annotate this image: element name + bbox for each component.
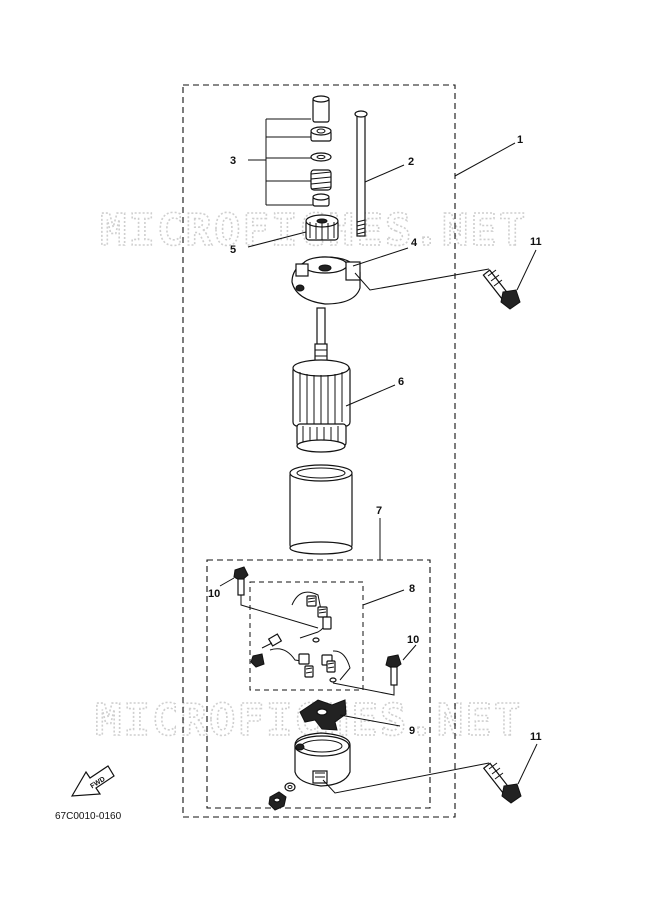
part-8-brush-holder (250, 589, 405, 683)
part-2-through-bolt (354, 110, 405, 237)
callout-10-right: 10 (407, 634, 419, 646)
callout-10-upper: 10 (208, 588, 220, 600)
part-11-lower-bolt (322, 743, 538, 804)
figure-code: 67C0010-0160 (55, 811, 122, 822)
part-11-upper-bolt (354, 249, 537, 310)
part-10-upper-screw (219, 566, 319, 629)
callout-2: 2 (408, 156, 414, 168)
brush-holder-boundary (249, 581, 364, 691)
callout-11-upper: 11 (530, 236, 542, 248)
part-6-armature (292, 307, 396, 453)
fwd-arrow-icon: FWD (70, 765, 115, 797)
part-1-leader (454, 142, 516, 177)
callout-11-lower: 11 (530, 731, 542, 743)
part-10-right-screw (332, 644, 417, 696)
callout-1: 1 (517, 134, 523, 146)
main-assembly-boundary (182, 84, 456, 818)
part-3-pinion-stack (248, 95, 332, 207)
callout-8: 8 (409, 583, 415, 595)
callout-4: 4 (411, 237, 418, 249)
bracket-assembly-boundary (206, 559, 431, 809)
part-5-pinion-gear (247, 214, 339, 248)
callout-3: 3 (230, 155, 236, 167)
yoke-housing (289, 464, 353, 555)
lower-nut-washer (268, 782, 296, 811)
part-9-brush-plate (299, 699, 401, 731)
callout-6: 6 (398, 376, 404, 388)
callout-7: 7 (376, 505, 382, 517)
callout-9: 9 (409, 725, 415, 737)
lower-end-cover (294, 732, 351, 787)
callout-5: 5 (230, 244, 236, 256)
part-4-upper-cover (291, 247, 409, 305)
